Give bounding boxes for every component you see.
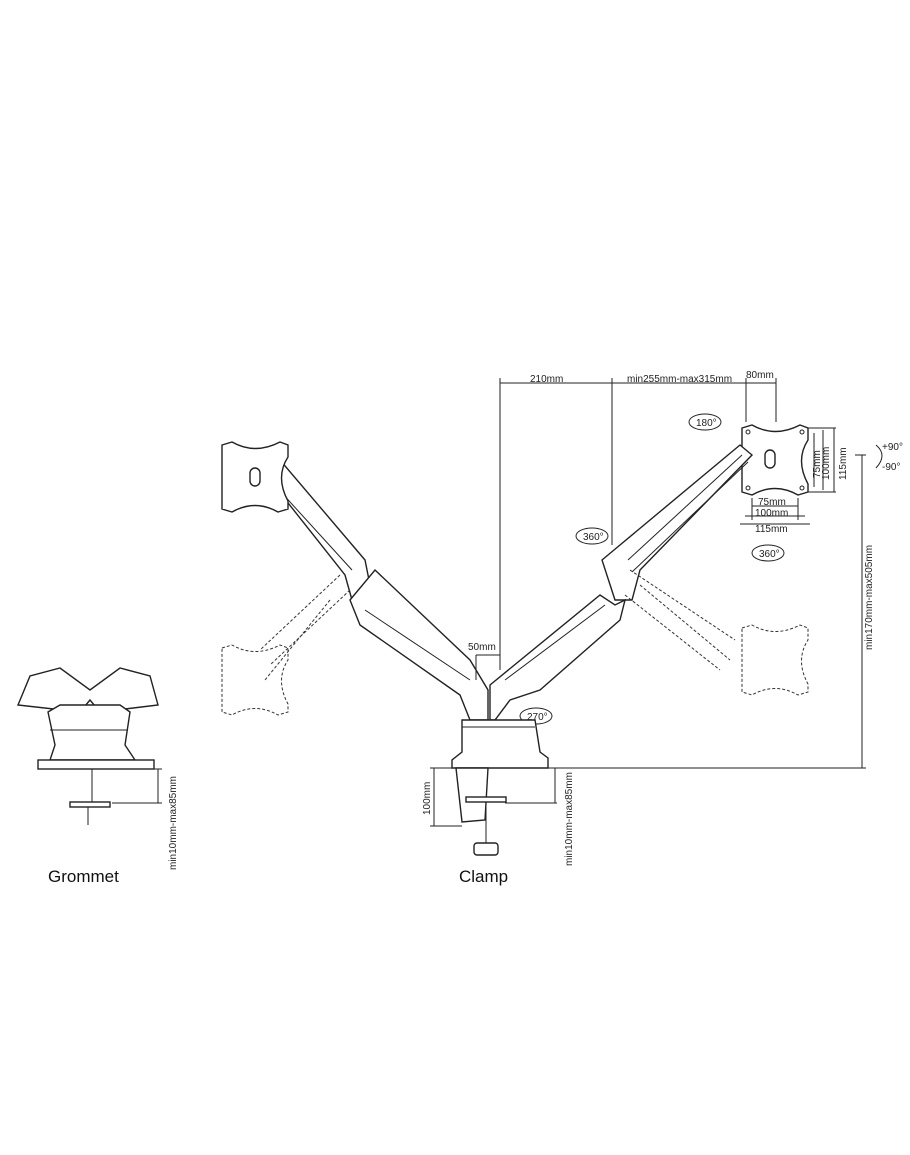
rotation-badge-360-plate: 360° [751,544,785,562]
right-arm [489,444,754,721]
dim-arm-reach: min255mm-max315mm [627,374,732,385]
dim-vesa-v-115: 115mm [755,524,788,535]
rotation-badge-360-arm: 360° [575,527,609,545]
svg-text:360°: 360° [583,532,604,543]
dim-100mm: 100mm [422,782,433,815]
dim-50mm: 50mm [468,642,496,653]
clamp-base [451,719,549,856]
dim-vesa-v-100: 100mm [755,508,788,519]
grommet-mount [16,667,159,825]
tilt-arc-icon [875,444,883,469]
right-plate-alt-position [741,624,809,696]
dim-210mm: 210mm [530,374,563,385]
dim-vesa-h-100: 100mm [821,447,832,480]
tilt-down-label: -90° [882,462,900,473]
svg-text:360°: 360° [759,549,780,560]
dim-grommet-thickness: min10mm-max85mm [168,776,179,870]
dim-vesa-h-75: 75mm [812,450,823,478]
dim-80mm: 80mm [746,370,774,381]
caption-clamp: Clamp [459,867,508,886]
rotation-badge-180: 180° [688,413,722,431]
left-plate-alt-position [221,644,289,716]
dim-vesa-v-75: 75mm [758,497,786,508]
left-arm [259,459,489,721]
top-dimension-lines [499,378,777,670]
dim-clamp-thickness: min10mm-max85mm [564,772,575,866]
right-vesa-plate [741,424,809,496]
dim-height-range: min170mm-max505mm [864,545,875,650]
svg-text:270°: 270° [527,712,548,723]
left-plate-slot [249,467,261,487]
caption-grommet: Grommet [48,867,119,886]
dim-vesa-h-115: 115mm [838,447,849,480]
tilt-up-label: +90° [882,442,903,453]
svg-text:180°: 180° [696,418,717,429]
vesa-dimension-lines [740,427,836,525]
